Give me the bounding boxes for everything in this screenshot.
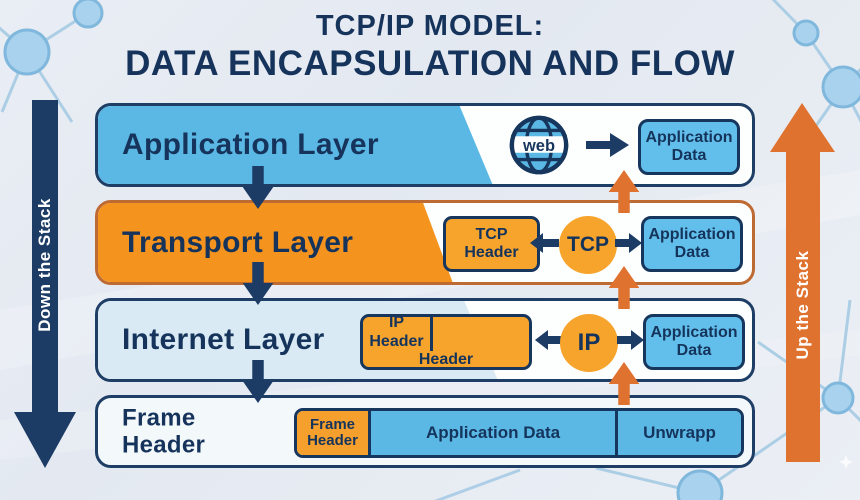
ip-header-line1: IP [388, 314, 405, 332]
frame-label-line1: Frame [122, 403, 196, 431]
ip-header-line2: Header [369, 332, 424, 350]
ip-header-box: IP Header [363, 314, 433, 352]
frame-encapsulation-bar: Frame Header Application Data Unwrapp [294, 408, 744, 458]
ip-protocol-circle: IP [560, 314, 618, 372]
ip-header-combo-box: IP Header Header [360, 314, 532, 370]
up-the-stack-label: Up the Stack [793, 250, 812, 360]
frame-header-row: Frame Header Frame Header Application Da… [95, 395, 755, 468]
up-arrow-icon [608, 362, 640, 406]
frame-header-segment: Frame Header [297, 411, 371, 455]
application-layer-fill [98, 106, 494, 184]
frame-header-label: Frame Header [122, 404, 205, 459]
up-arrow-icon [608, 170, 640, 214]
transport-application-data-box: Application Data [641, 216, 743, 272]
tcp-header-box: TCP Header [443, 216, 540, 272]
application-data-line1: Application [645, 128, 733, 146]
tcp-protocol-label: TCP [567, 233, 609, 256]
right-arrow-icon [586, 133, 629, 157]
transport-data-line2: Data [674, 244, 710, 261]
down-arrow-icon [242, 262, 274, 306]
application-data-line2: Data [671, 147, 707, 164]
right-arrow-icon [617, 330, 644, 350]
application-layer-row: Application Layer web Application Data [95, 103, 755, 187]
frame-hdr-line2: Header [307, 432, 358, 449]
page-title: TCP/IP MODEL: DATA ENCAPSULATION AND FLO… [0, 10, 860, 84]
ip-protocol-label: IP [577, 329, 601, 356]
transport-data-line1: Application [648, 225, 736, 243]
up-arrow-icon [608, 266, 640, 310]
right-arrow-icon [615, 232, 642, 253]
application-layer-label: Application Layer [122, 128, 379, 161]
tcp-header-line2: Header [464, 244, 519, 261]
transport-layer-row: Transport Layer TCP Header TCP Applicati… [95, 200, 755, 285]
application-data-box: Application Data [638, 119, 740, 175]
internet-data-line1: Application [650, 323, 738, 341]
down-the-stack-label: Down the Stack [35, 198, 54, 332]
left-arrow-icon [535, 330, 564, 350]
header-box-label: Header [418, 351, 474, 369]
title-line-2: DATA ENCAPSULATION AND FLOW [125, 44, 735, 83]
title-line-1: TCP/IP MODEL: [315, 10, 545, 42]
header-box: Header [363, 351, 529, 369]
internet-layer-row: Internet Layer IP Header Header IP Appli… [95, 298, 755, 382]
internet-layer-label: Internet Layer [122, 323, 325, 356]
internet-data-line2: Data [676, 342, 712, 359]
frame-data-label: Application Data [425, 423, 561, 442]
frame-hdr-line1: Frame [309, 415, 356, 433]
frame-unwrap-segment: Unwrapp [615, 411, 741, 455]
web-globe-icon: web [509, 115, 569, 175]
transport-layer-label: Transport Layer [122, 225, 354, 259]
tcp-header-line1: TCP [475, 225, 508, 243]
frame-application-data-segment: Application Data [371, 411, 615, 455]
left-arrow-icon [530, 232, 559, 253]
web-globe-text: web [522, 137, 555, 155]
internet-application-data-box: Application Data [643, 314, 745, 370]
transport-layer-fill [98, 203, 454, 282]
frame-unwrap-label: Unwrapp [643, 423, 716, 442]
frame-label-line2: Header [122, 431, 206, 459]
tcp-protocol-circle: TCP [559, 216, 617, 274]
down-arrow-icon [242, 166, 274, 210]
down-arrow-icon [242, 360, 274, 404]
down-the-stack-arrow [14, 100, 76, 468]
